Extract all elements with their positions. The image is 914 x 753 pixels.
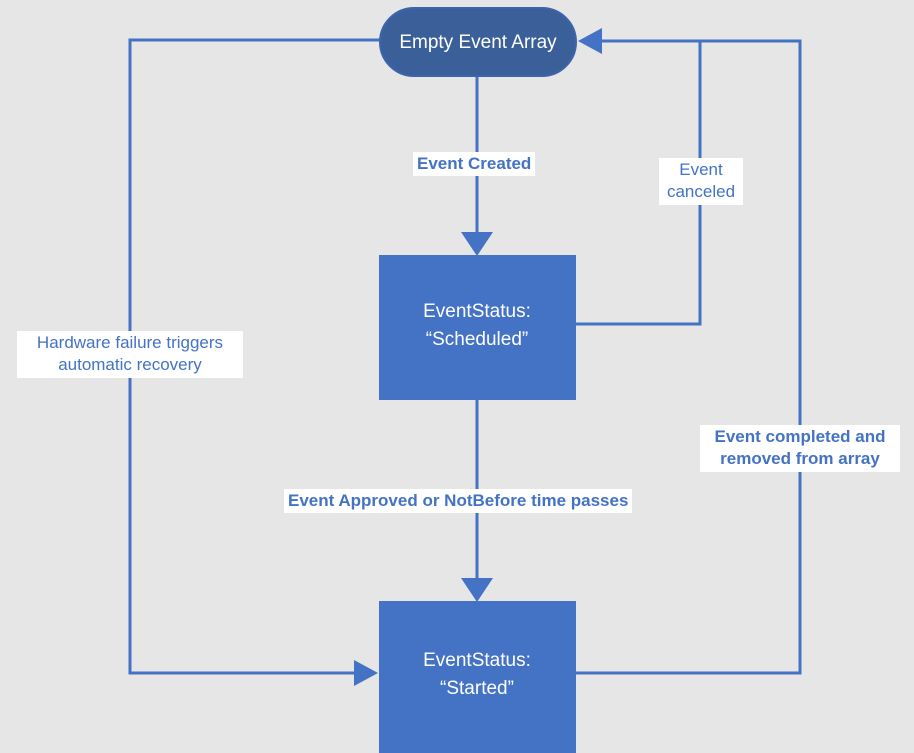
- arrowhead-into-started-top: [461, 578, 493, 602]
- empty-event-array-label: Empty Event Array: [399, 32, 557, 53]
- node-event-status-started[interactable]: EventStatus: “Started”: [379, 601, 576, 753]
- event-status-scheduled-label-line1: EventStatus:: [423, 301, 531, 322]
- edge-label-event-created-line1: Event Created: [417, 154, 532, 173]
- arrowhead-into-started-left: [354, 660, 378, 686]
- edge-label-event-canceled: Event canceled: [659, 158, 743, 205]
- event-status-started-label-line1: EventStatus:: [423, 650, 531, 671]
- empty-event-array-shape: [379, 7, 577, 77]
- edge-label-event-approved: Event Approved or NotBefore time passes: [284, 489, 633, 514]
- node-empty-event-array[interactable]: Empty Event Array: [379, 7, 577, 77]
- arrowheads-layer: [354, 28, 602, 686]
- edge-label-event-approved-line1: Event Approved or NotBefore time passes: [288, 491, 629, 510]
- event-status-started-label-line2: “Started”: [440, 678, 514, 699]
- edge-label-event-completed-line1: Event completed and: [714, 427, 886, 446]
- event-status-started-shape: [379, 601, 576, 753]
- edge-label-event-completed: Event completed and removed from array: [700, 425, 900, 472]
- connector-event-completed: [576, 39, 802, 675]
- edge-label-event-completed-line2: removed from array: [720, 449, 880, 469]
- arrowhead-into-empty-array: [578, 28, 602, 54]
- event-status-scheduled-label-line2: “Scheduled”: [426, 329, 528, 350]
- arrowhead-into-scheduled: [461, 232, 493, 256]
- edge-label-hardware-failure-line1: Hardware failure triggers: [36, 333, 224, 352]
- edge-label-event-canceled-line1: Event: [679, 160, 723, 179]
- edge-label-hardware-failure: Hardware failure triggers automatic reco…: [17, 331, 243, 378]
- edge-label-event-created: Event Created: [413, 152, 536, 177]
- event-status-scheduled-shape: [379, 255, 576, 400]
- node-event-status-scheduled[interactable]: EventStatus: “Scheduled”: [379, 255, 576, 400]
- edge-label-event-canceled-line2: canceled: [666, 182, 736, 202]
- edge-label-hardware-failure-line2: automatic recovery: [58, 355, 202, 375]
